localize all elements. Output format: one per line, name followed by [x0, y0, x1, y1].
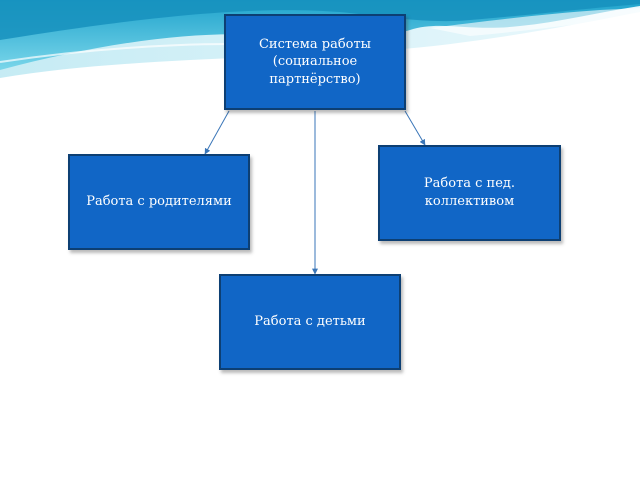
- node-work-with-children: Работа с детьми: [219, 274, 401, 370]
- node-work-system-label: Система работы (социальное партнёрство): [258, 36, 372, 87]
- node-work-with-parents-label: Работа с родителями: [86, 194, 232, 210]
- node-work-with-staff-label: Работа с пед. коллективом: [423, 176, 516, 209]
- node-work-system: Система работы (социальное партнёрство): [224, 14, 406, 110]
- node-work-with-staff: Работа с пед. коллективом: [378, 145, 561, 241]
- node-work-with-children-label: Работа с детьми: [254, 314, 366, 330]
- node-work-with-parents: Работа с родителями: [68, 154, 250, 250]
